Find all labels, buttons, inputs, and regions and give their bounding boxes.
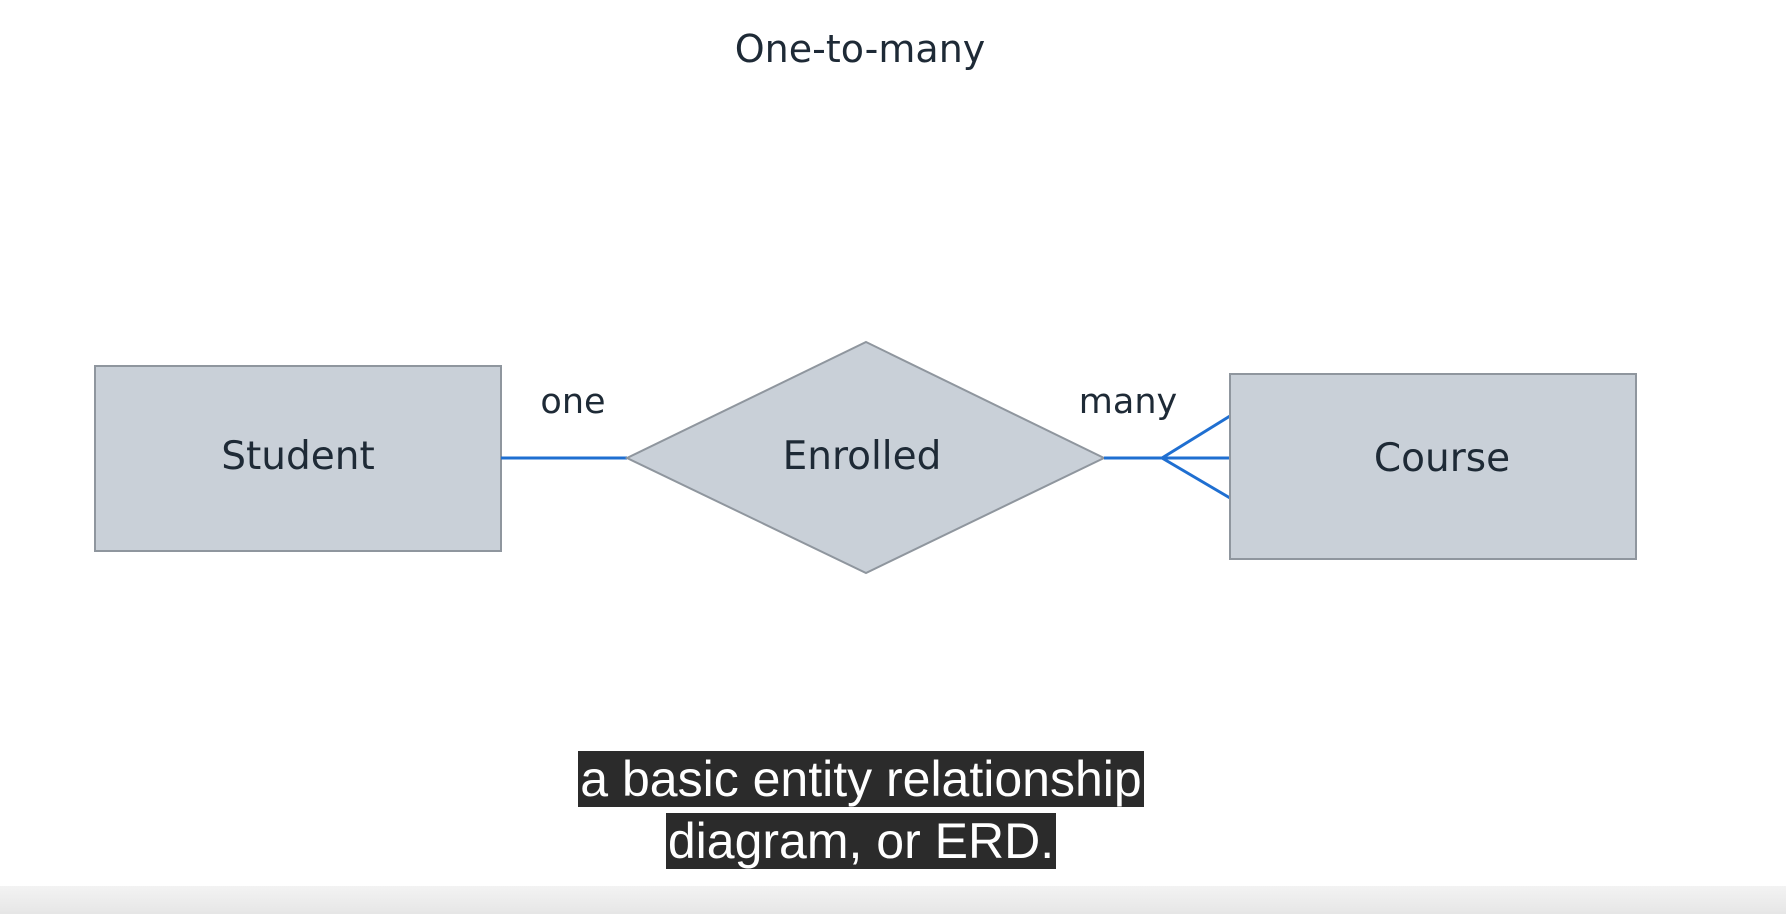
subtitle-text-1: a basic entity relationship (578, 751, 1144, 807)
crows-foot-connector (1104, 414, 1231, 500)
student-entity-label: Student (221, 434, 375, 479)
diagram-title: One-to-many (735, 27, 986, 71)
cardinality-one-label: one (540, 382, 605, 422)
cardinality-many-label: many (1079, 382, 1177, 422)
subtitle-text-2: diagram, or ERD. (665, 813, 1057, 869)
enrolled-relationship-diamond (624, 340, 1107, 575)
subtitle-line-2: diagram, or ERD. (0, 810, 1722, 872)
student-entity-box (94, 365, 502, 552)
course-entity-box (1229, 373, 1637, 560)
course-entity-label: Course (1374, 436, 1510, 481)
subtitle-line-1: a basic entity relationship (0, 748, 1722, 810)
enrolled-relationship-label: Enrolled (783, 434, 942, 479)
player-bottom-strip (0, 886, 1786, 914)
